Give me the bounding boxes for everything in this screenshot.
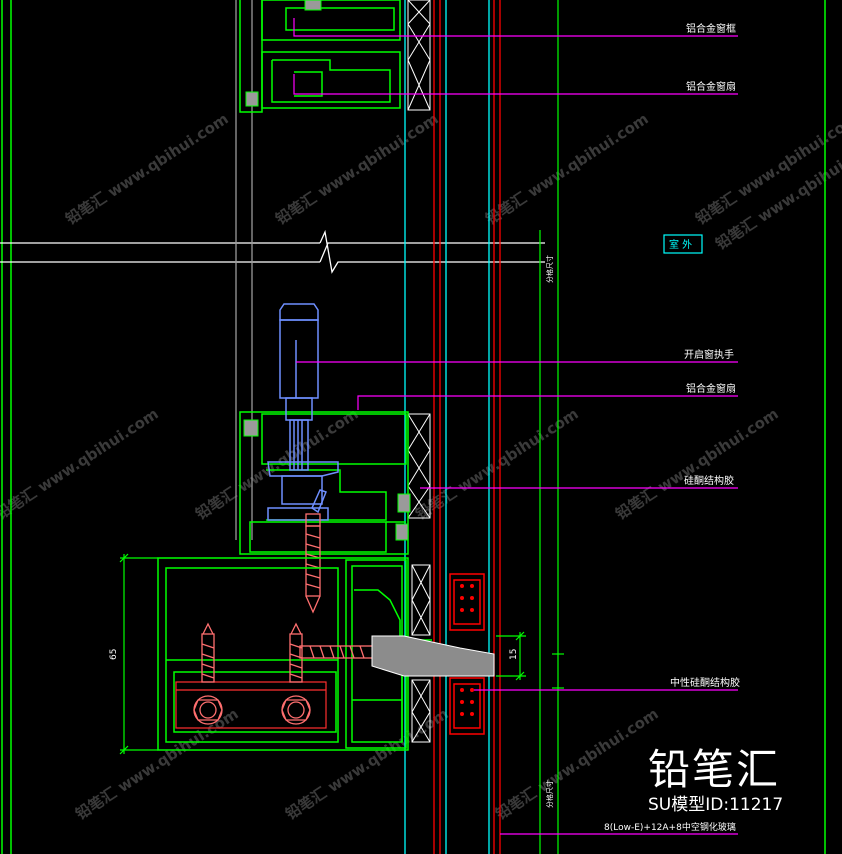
brand-logo-text: 铅笔汇 [648,745,781,794]
model-id: SU模型ID:11217 [648,795,784,815]
transom-base-plate [175,681,327,729]
label-glass-spec: 8(Low-E)+12A+8中空钢化玻璃 [604,821,736,833]
top-frame-profile [239,0,401,113]
dimension-65-text: 65 [109,649,119,660]
dimension-chain [539,0,564,854]
exterior-tag: 室 外 [663,234,703,254]
dimension-15-text: 15 [509,649,519,660]
sash-profile [239,411,409,555]
glass-panes [404,0,501,854]
top-gaskets [245,0,322,107]
watermark-text: 铅笔汇 www.qbihui.com [492,705,661,824]
watermark-text: 铅笔汇 www.qbihui.com [282,705,451,824]
leader-lines [293,18,738,835]
watermark-text: 铅笔汇 www.qbihui.com [412,405,581,524]
handle-assembly [267,303,339,521]
fixing-screw [305,513,321,614]
dimension-15 [496,631,526,681]
label-structural-silicone: 硅酮结构胶 [684,474,734,487]
watermark-text: 铅笔汇 www.qbihui.com [72,705,241,824]
insulation-strips [407,0,431,743]
anchor-bolts [193,622,394,725]
spacer-bars [449,573,485,735]
watermark-text: 铅笔汇 www.qbihui.com [272,110,441,229]
pressure-block [371,635,495,677]
outer-frame [1,0,826,854]
watermark-layer: 铅笔汇 www.qbihui.com 铅笔汇 www.qbihui.com 铅笔… [0,110,842,824]
watermark-text: 铅笔汇 www.qbihui.com [612,405,781,524]
watermark-text: 铅笔汇 www.qbihui.com [482,110,651,229]
watermark-text: 铅笔汇 www.qbihui.com [0,405,162,524]
label-weather-silicone: 中性硅酮结构胶 [670,676,740,689]
label-sash-mid: 铝合金窗扇 [686,382,736,395]
label-sash-top: 铝合金窗扇 [686,80,736,93]
label-handle: 开启窗执手 [684,348,734,361]
label-exterior: 室 外 [669,238,692,251]
mullion-lines [235,0,253,540]
division-size-label: 分格尺寸 [545,780,554,808]
spacer-holes [460,584,474,716]
break-line [0,229,545,274]
division-size-label: 分格尺寸 [545,255,554,283]
watermark-text: 铅笔汇 www.qbihui.com [62,110,231,229]
label-frame-top: 铝合金窗框 [686,22,736,35]
dimension-65 [119,553,158,755]
sash-gaskets [243,419,411,541]
